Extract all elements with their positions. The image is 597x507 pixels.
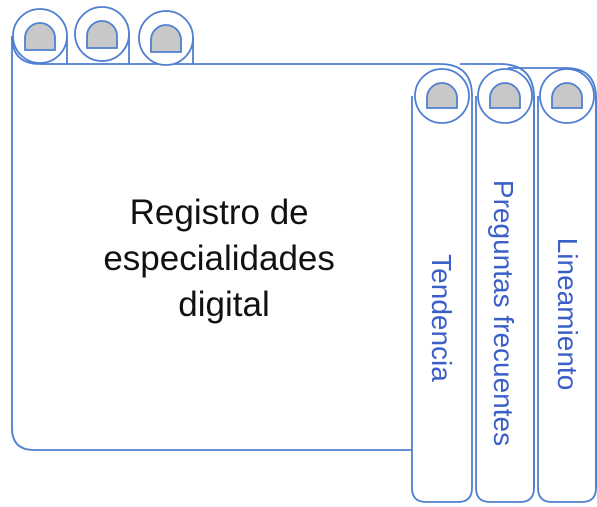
main-curl-icon-3: [150, 24, 182, 53]
tendencia-curl-icon: [426, 82, 458, 109]
main-title-line-2: especialidades: [103, 239, 335, 278]
lineamiento-scroll: [508, 67, 597, 503]
main-curl-icon-2: [86, 20, 118, 49]
tab-preguntas-frecuentes: Preguntas frecuentes: [488, 180, 519, 446]
preguntas-scroll: [460, 63, 535, 503]
tendencia-scroll: [411, 68, 473, 503]
main-title: Registro de especialidades digital: [103, 193, 344, 324]
lineamiento-curl-icon: [551, 82, 583, 109]
preguntas-curl-icon: [489, 82, 521, 109]
main-curl-icon-1: [24, 22, 56, 51]
tab-lineamiento: Lineamiento: [552, 238, 583, 391]
main-scroll: [11, 6, 473, 451]
main-title-line-3: digital: [178, 285, 269, 324]
main-title-line-1: Registro de: [130, 193, 309, 232]
tab-tendencia: Tendencia: [426, 254, 457, 382]
